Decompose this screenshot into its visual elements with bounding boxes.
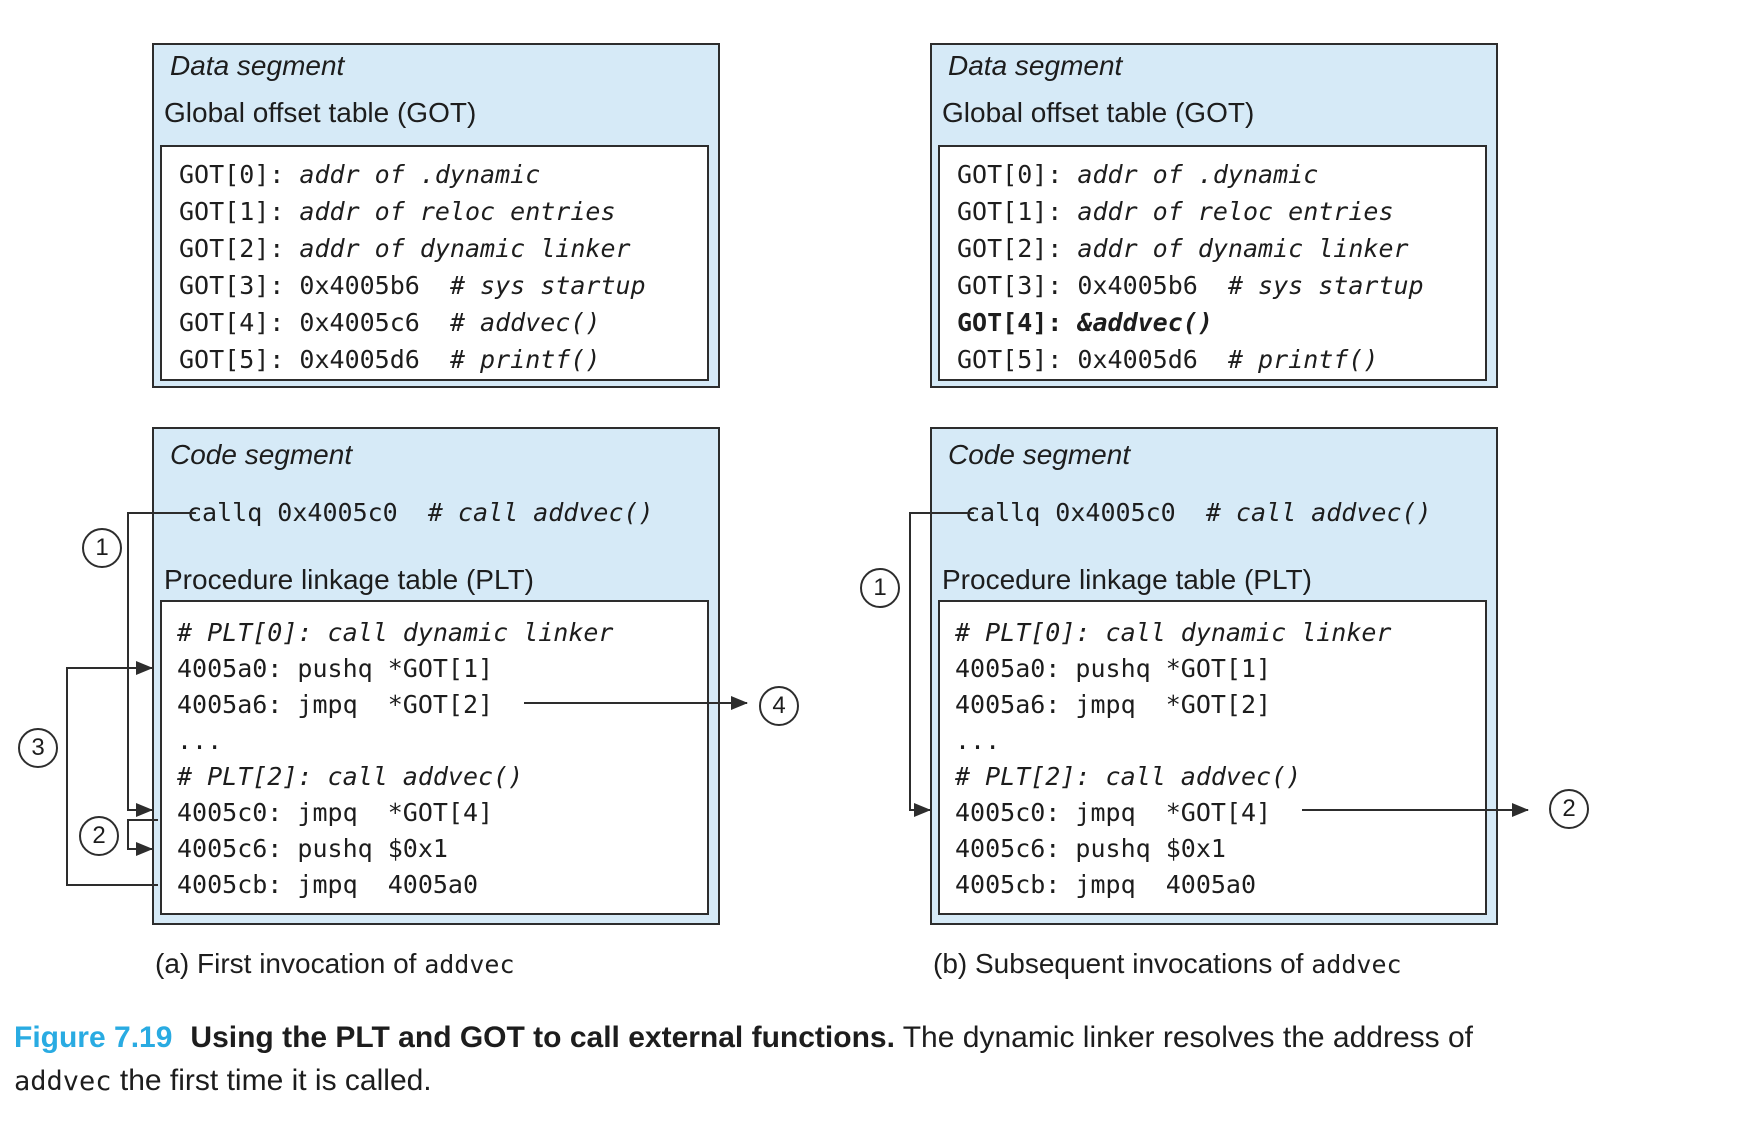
plt-row: 4005a6: jmpq *GOT[2] <box>177 690 494 719</box>
panel-b-data-segment-box: Data segment Global offset table (GOT) G… <box>930 43 1498 388</box>
got-row: GOT[3]: 0x4005b6 # sys startup <box>957 271 1424 300</box>
got-row-updated: GOT[4]: &addvec() <box>957 308 1213 337</box>
plt-row: ... <box>955 726 1001 755</box>
plt-row: 4005c0: jmpq *GOT[4] <box>955 798 1272 827</box>
got-row: GOT[5]: 0x4005d6 # printf() <box>957 345 1379 374</box>
step-3-badge-a: 3 <box>18 728 58 768</box>
panel-a-plt-table: # PLT[0]: call dynamic linker 4005a0: pu… <box>160 600 709 915</box>
arrow-a-step3-jmp-to-plt0 <box>66 661 158 886</box>
plt-row: 4005cb: jmpq 4005a0 <box>955 870 1257 899</box>
got-row: GOT[2]: addr of dynamic linker <box>179 234 631 263</box>
got-row: GOT[4]: 0x4005c6 # addvec() <box>179 308 601 337</box>
got-row: GOT[3]: 0x4005b6 # sys startup <box>179 271 646 300</box>
panel-a-code-segment-box: Code segment callq 0x4005c0 # call addve… <box>152 427 720 925</box>
got-row: GOT[2]: addr of dynamic linker <box>957 234 1409 263</box>
panel-a-plt-label: Procedure linkage table (PLT) <box>164 564 534 595</box>
plt-row: # PLT[2]: call addvec() <box>955 762 1302 791</box>
step-2-badge-a: 2 <box>79 816 119 856</box>
caption-line-2: addvec the first time it is called. <box>14 1064 432 1097</box>
step-4-badge-a: 4 <box>759 686 799 726</box>
panel-b-got-table: GOT[0]: addr of .dynamic GOT[1]: addr of… <box>938 145 1487 381</box>
plt-row: # PLT[0]: call dynamic linker <box>955 618 1392 647</box>
plt-row: 4005c0: jmpq *GOT[4] <box>177 798 494 827</box>
plt-row: # PLT[2]: call addvec() <box>177 762 524 791</box>
got-row: GOT[0]: addr of .dynamic <box>957 160 1319 189</box>
plt-row: 4005a6: jmpq *GOT[2] <box>955 690 1272 719</box>
panel-b-got-label: Global offset table (GOT) <box>942 97 1255 128</box>
plt-row: 4005cb: jmpq 4005a0 <box>177 870 479 899</box>
panel-b-code-segment-title: Code segment <box>948 439 1131 470</box>
plt-row: ... <box>177 726 223 755</box>
panel-b-callq-line: callq 0x4005c0 # call addvec() <box>965 498 1432 527</box>
panel-a-data-segment-box: Data segment Global offset table (GOT) G… <box>152 43 720 388</box>
got-row: GOT[1]: addr of reloc entries <box>179 197 616 226</box>
got-row: GOT[1]: addr of reloc entries <box>957 197 1394 226</box>
step-1-badge-b: 1 <box>860 568 900 608</box>
plt-row: 4005a0: pushq *GOT[1] <box>955 654 1272 683</box>
got-row: GOT[0]: addr of .dynamic <box>179 160 541 189</box>
step-1-badge-a: 1 <box>82 528 122 568</box>
panel-a-got-label: Global offset table (GOT) <box>164 97 477 128</box>
panel-b-code-segment-box: Code segment callq 0x4005c0 # call addve… <box>930 427 1498 925</box>
panel-a-code-segment-title: Code segment <box>170 439 353 470</box>
step-2-badge-b: 2 <box>1549 789 1589 829</box>
panel-a-caption: (a) First invocation of addvec <box>155 948 515 979</box>
panel-a-data-segment-title: Data segment <box>170 50 345 81</box>
plt-row: 4005c6: pushq $0x1 <box>177 834 448 863</box>
figure-number: Figure 7.19 <box>14 1021 173 1054</box>
panel-b-caption: (b) Subsequent invocations of addvec <box>933 948 1402 979</box>
panel-b-data-segment-title: Data segment <box>948 50 1123 81</box>
plt-row: 4005a0: pushq *GOT[1] <box>177 654 494 683</box>
plt-row: 4005c6: pushq $0x1 <box>955 834 1226 863</box>
got-row: GOT[5]: 0x4005d6 # printf() <box>179 345 601 374</box>
plt-row: # PLT[0]: call dynamic linker <box>177 618 614 647</box>
panel-a-got-table: GOT[0]: addr of .dynamic GOT[1]: addr of… <box>160 145 709 381</box>
panel-b-plt-label: Procedure linkage table (PLT) <box>942 564 1312 595</box>
panel-b-plt-table: # PLT[0]: call dynamic linker 4005a0: pu… <box>938 600 1487 915</box>
panel-a-callq-line: callq 0x4005c0 # call addvec() <box>187 498 654 527</box>
